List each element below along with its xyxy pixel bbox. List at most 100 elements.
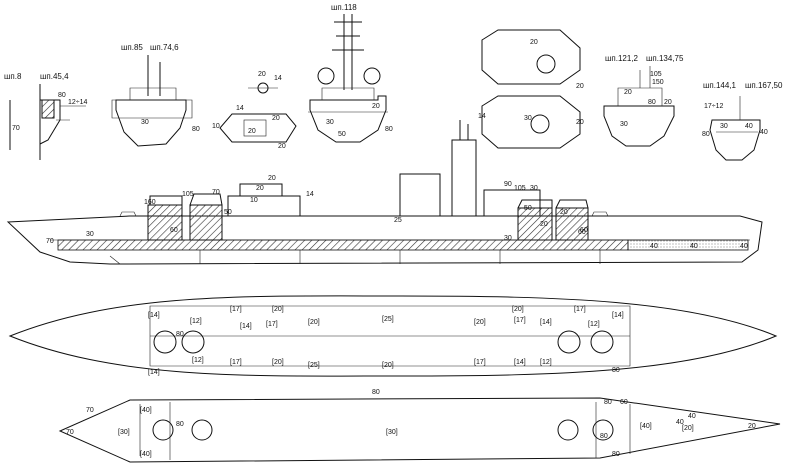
thickness-label: [17] xyxy=(474,359,486,366)
thickness-label: [20] xyxy=(382,362,394,369)
thickness-label: [30] xyxy=(118,429,130,436)
thickness-label: 30 xyxy=(86,231,94,238)
thickness-label: 20 xyxy=(576,119,584,126)
thickness-label: 20 xyxy=(530,39,538,46)
thickness-label: 80 xyxy=(176,331,184,338)
aft-superstructure xyxy=(483,189,541,216)
thickness-label: 20 xyxy=(258,71,266,78)
section-label-shp45: шп.45,4 xyxy=(40,72,69,81)
thickness-label: 80 xyxy=(385,126,393,133)
thickness-label: [20] xyxy=(474,319,486,326)
turret-top-view-a: 20 14 14 10 20 20 20 xyxy=(212,71,297,150)
lower-deck-grid xyxy=(139,402,631,460)
thickness-label: [17] xyxy=(574,306,586,313)
section-label-shp8: шп.8 xyxy=(4,72,22,81)
thickness-label: 40 xyxy=(650,243,658,250)
thickness-label: [14] xyxy=(612,312,624,319)
thickness-label: 30 xyxy=(620,121,628,128)
upper-deck-plan: [14][12][17][20][14][17][20][25][20][17]… xyxy=(8,295,778,377)
superstructure-shp85 xyxy=(111,87,193,119)
section-outline-shp8 xyxy=(9,84,61,160)
thickness-label: [17] xyxy=(266,321,278,328)
hull-outline xyxy=(6,215,763,265)
thickness-label: 105 xyxy=(650,71,662,78)
thickness-label: [12] xyxy=(588,321,600,328)
thickness-label: 14 xyxy=(306,191,314,198)
thickness-label: 30 xyxy=(524,115,532,122)
belt-armor-shp8 xyxy=(41,99,55,119)
barbette-b-lower xyxy=(530,114,550,134)
hull-section-shp85 xyxy=(115,55,187,147)
thickness-label: [14] xyxy=(514,359,526,366)
thickness-label: 80 xyxy=(702,131,710,138)
thickness-label: 80 xyxy=(372,389,380,396)
thickness-label: 60 xyxy=(170,227,178,234)
thickness-label: 50 xyxy=(224,209,232,216)
director-right xyxy=(363,67,381,85)
thickness-label: 20 xyxy=(248,128,256,135)
forward-superstructure xyxy=(227,183,301,216)
thickness-label: [40] xyxy=(140,407,152,414)
barbette-4 xyxy=(555,207,589,241)
thickness-label: [12] xyxy=(190,318,202,325)
barbette-lower-1 xyxy=(152,419,174,441)
upper-deck-armor-grid xyxy=(149,305,631,367)
thickness-label: 14 xyxy=(236,105,244,112)
thickness-label: 40 xyxy=(676,419,684,426)
thickness-label: [25] xyxy=(382,316,394,323)
thickness-label: 20 xyxy=(268,175,276,182)
thickness-label: 80 xyxy=(612,451,620,458)
thickness-label: 20 xyxy=(278,143,286,150)
thickness-label: 20 xyxy=(256,185,264,192)
thickness-label: [12] xyxy=(192,357,204,364)
upper-deck-labels: [14][12][17][20][14][17][20][25][20][17]… xyxy=(148,306,624,376)
section-shp121: шп.121,2 шп.134,75 105 150 20 30 20 80 xyxy=(603,54,684,147)
thickness-label: 80 xyxy=(600,433,608,440)
thickness-label: 70 xyxy=(212,189,220,196)
thickness-label: [17] xyxy=(230,359,242,366)
thickness-label: 25 xyxy=(394,217,402,224)
barbette-1 xyxy=(147,204,183,241)
thickness-label: 14 xyxy=(274,75,282,82)
thickness-label: [14] xyxy=(540,319,552,326)
hull-section-shp118 xyxy=(309,95,387,143)
section-line-shp144 xyxy=(716,96,758,133)
thickness-label: 10 xyxy=(212,123,220,130)
thickness-label: 70 xyxy=(66,429,74,436)
funnel xyxy=(399,173,441,216)
thickness-label: 80 xyxy=(612,367,620,374)
thickness-label: [40] xyxy=(140,451,152,458)
thickness-label: 90 xyxy=(504,181,512,188)
superstructure-shp118 xyxy=(308,87,388,113)
barbette-plan-4 xyxy=(590,330,614,354)
thickness-label: 20 xyxy=(576,83,584,90)
thickness-label: [14] xyxy=(148,312,160,319)
hull-section-shp121 xyxy=(603,105,675,147)
thickness-label: 50 xyxy=(338,131,346,138)
thickness-label: 80 xyxy=(58,92,66,99)
barbette-lower-2 xyxy=(191,419,213,441)
barbette-b-upper xyxy=(536,54,556,74)
thickness-label: 50 xyxy=(524,205,532,212)
section-shp144: шп.144,1 шп.167,50 17÷12 30 80 40 40 xyxy=(702,81,783,161)
thickness-label: [40] xyxy=(640,423,652,430)
thickness-label: 70 xyxy=(12,125,20,132)
section-label-shp134: шп.134,75 xyxy=(646,54,684,63)
section-shp8: шп.8 xyxy=(4,72,61,160)
barbette-plan-1 xyxy=(153,330,177,354)
section-label-shp167: шп.167,50 xyxy=(745,81,783,90)
section-label-shp121: шп.121,2 xyxy=(605,54,639,63)
barbette-plan-3 xyxy=(557,330,581,354)
turret-top-view-b: 20 30 20 20 14 xyxy=(478,29,584,149)
thickness-label: [30] xyxy=(386,429,398,436)
thickness-label: 30 xyxy=(326,119,334,126)
thickness-label: [25] xyxy=(308,362,320,369)
secondary-guns xyxy=(119,211,609,217)
section-label-shp144: шп.144,1 xyxy=(703,81,737,90)
section-shp85: шп.85 шп.74,6 30 80 xyxy=(111,43,200,147)
